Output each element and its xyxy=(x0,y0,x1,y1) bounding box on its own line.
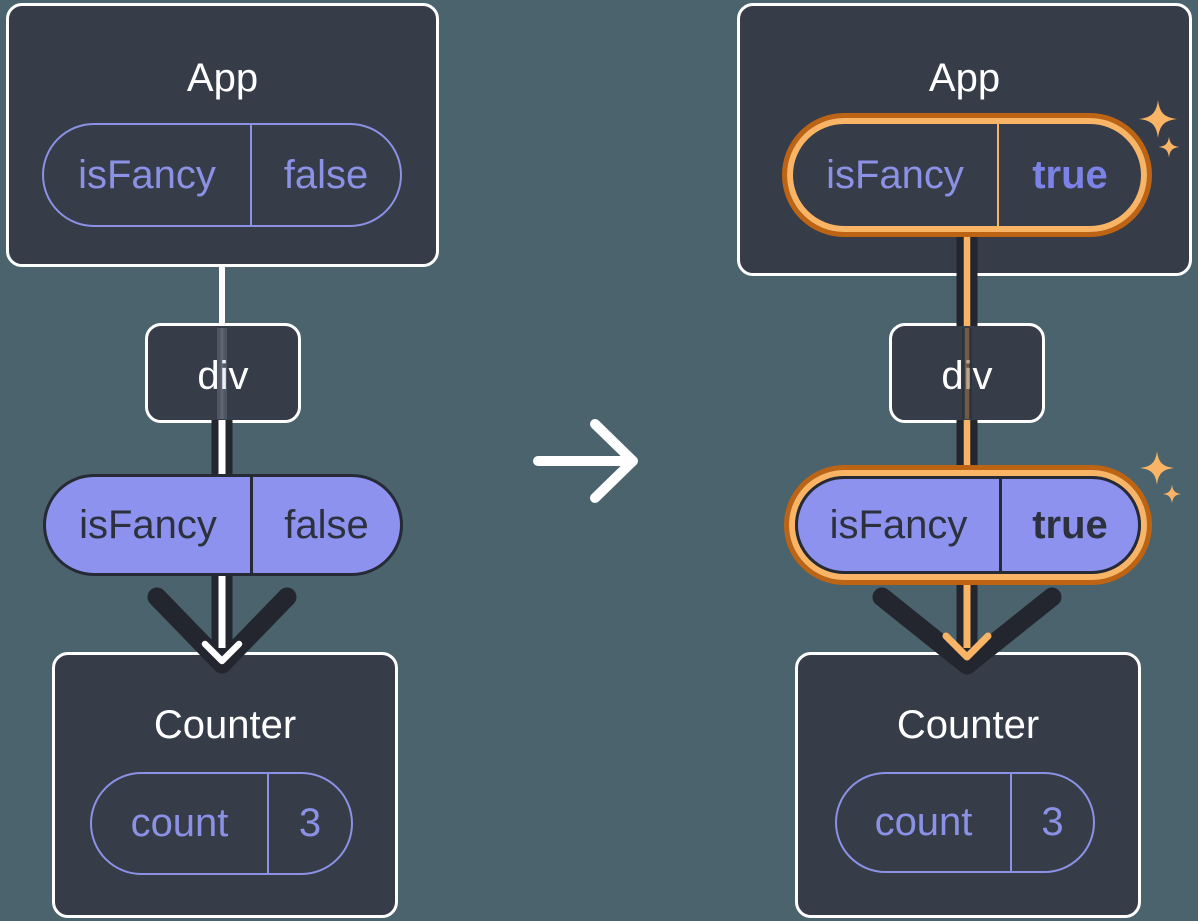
state-value: 3 xyxy=(1010,774,1093,871)
state-pill-counter-before: count 3 xyxy=(90,772,353,875)
highlight-ring: isFancy true xyxy=(787,118,1147,232)
component-title-div-after: div xyxy=(892,356,1042,396)
state-pill-app-before: isFancy false xyxy=(42,123,402,227)
state-name: isFancy xyxy=(826,152,964,197)
component-title-app-before: App xyxy=(186,56,259,100)
arrow-right-icon xyxy=(533,419,638,503)
state-name: count xyxy=(874,800,973,844)
state-pill-counter-after: count 3 xyxy=(835,772,1095,873)
state-value: false xyxy=(250,125,400,225)
prop-value: false xyxy=(250,477,400,573)
state-pill-app-after: isFancy true xyxy=(793,124,1141,226)
state-pill-app-after-highlight: isFancy true xyxy=(782,113,1152,237)
component-title-div-before: div xyxy=(148,356,298,396)
sparkle-icon xyxy=(1162,484,1182,504)
arrow-down-icon-before xyxy=(147,574,297,674)
state-value: 3 xyxy=(267,774,351,873)
prop-name: isFancy xyxy=(79,502,217,547)
sparkle-icon xyxy=(1140,451,1174,485)
prop-value: true xyxy=(999,479,1138,571)
prop-pill-before: isFancy false xyxy=(43,474,403,576)
state-name: isFancy xyxy=(78,152,216,197)
prop-pill-after-highlight: isFancy true xyxy=(784,465,1152,585)
component-title-counter-after: Counter xyxy=(896,703,1040,747)
arrow-down-icon-after xyxy=(872,583,1062,675)
prop-name: isFancy xyxy=(829,502,968,547)
sparkle-icon xyxy=(1139,100,1177,138)
sparkle-icon xyxy=(1158,136,1180,158)
component-title-counter-before: Counter xyxy=(153,703,297,747)
prop-pill-after: isFancy true xyxy=(795,476,1141,574)
highlight-ring: isFancy true xyxy=(789,470,1147,580)
state-value: true xyxy=(997,124,1141,226)
state-name: count xyxy=(130,801,229,845)
component-title-app-after: App xyxy=(928,56,1001,100)
